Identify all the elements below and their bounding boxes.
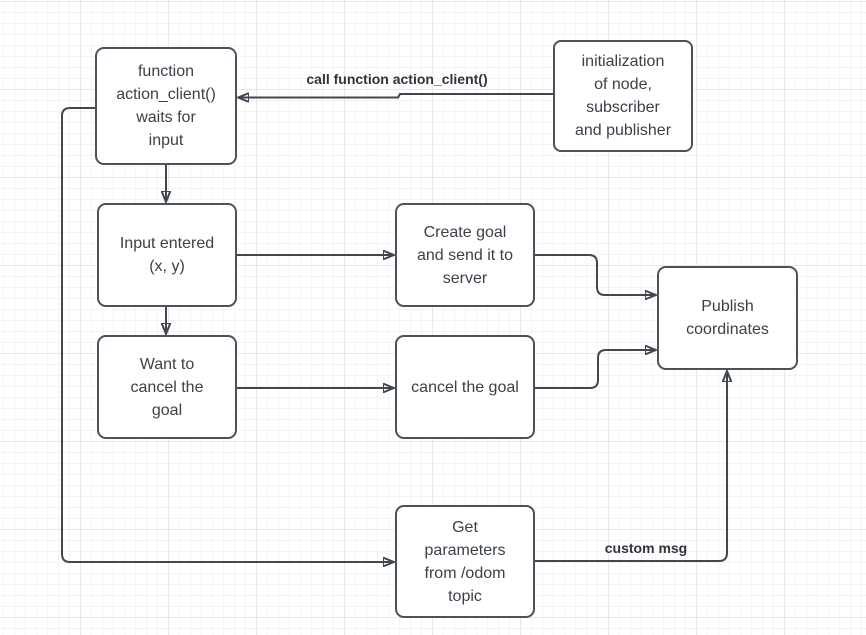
- edge-function-to-getparams[interactable]: [61, 107, 393, 562]
- edge-cancel-to-publish[interactable]: [535, 350, 655, 389]
- edge-label-call-function[interactable]: call function action_client(): [306, 71, 488, 87]
- node-want-cancel[interactable]: Want to cancel the goal: [97, 335, 237, 439]
- node-cancel-goal[interactable]: cancel the goal: [395, 335, 535, 439]
- edge-init-to-function[interactable]: [239, 94, 553, 98]
- node-publish-coordinates[interactable]: Publish coordinates: [657, 266, 798, 370]
- edge-label-custom-msg[interactable]: custom msg: [604, 540, 688, 556]
- node-input-entered[interactable]: Input entered (x, y): [97, 203, 237, 307]
- node-get-parameters[interactable]: Get parameters from /odom topic: [395, 505, 535, 618]
- node-initialization[interactable]: initialization of node, subscriber and p…: [553, 40, 693, 152]
- edge-getparams-to-publish[interactable]: [535, 372, 727, 562]
- edge-create-to-publish[interactable]: [535, 254, 655, 295]
- node-create-goal[interactable]: Create goal and send it to server: [395, 203, 535, 307]
- node-function-action-client[interactable]: function action_client() waits for input: [95, 47, 237, 165]
